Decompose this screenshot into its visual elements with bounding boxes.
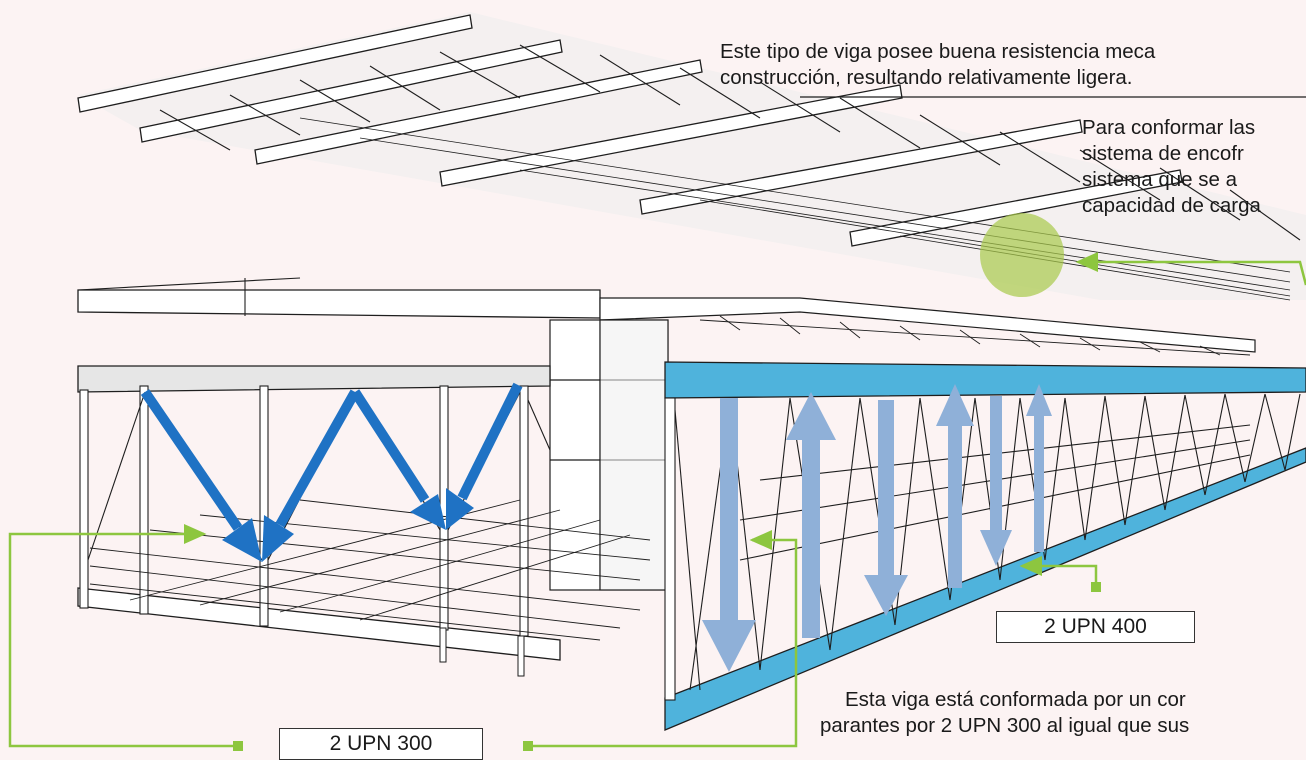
callout-end-square — [1091, 582, 1101, 592]
roof-transverse-joists — [159, 44, 1301, 241]
label-upn300: 2 UPN 300 — [279, 728, 483, 760]
load-arrows — [140, 382, 523, 562]
callout-detail — [1075, 252, 1306, 286]
middle-slab-left — [77, 289, 601, 319]
right-description-line1: Para conformar las — [1082, 116, 1256, 139]
callout-lines — [8, 252, 1306, 748]
callout-end-square — [233, 741, 243, 751]
right-description-line2: sistema de encofr — [1082, 142, 1244, 165]
label-upn400: 2 UPN 400 — [996, 611, 1195, 643]
callout-upn400 — [1019, 556, 1098, 586]
left-floor-grid — [89, 499, 651, 641]
central-column — [549, 319, 669, 591]
left-bottom-chord — [77, 587, 561, 661]
top-description-line2: construcción, resultando relativamente l… — [720, 66, 1133, 89]
right-bottom-chord — [664, 447, 1306, 731]
callout-upn300-right — [528, 530, 798, 748]
force-arrows — [702, 384, 1052, 672]
detail-highlight-circle — [980, 213, 1064, 297]
callout-end-square — [523, 741, 533, 751]
right-top-chord — [664, 361, 1306, 399]
middle-slab-right — [599, 297, 1256, 353]
right-truss — [664, 361, 1306, 731]
top-description-line1: Este tipo de viga posee buena resistenci… — [720, 40, 1156, 63]
left-top-chord — [77, 365, 551, 393]
right-description-line3: sistema que se a — [1082, 168, 1237, 191]
callout-upn300-left — [8, 524, 238, 748]
right-description-line4: capacidad de carga — [1082, 194, 1261, 217]
bottom-description-line2: parantes por 2 UPN 300 al igual que sus — [820, 714, 1190, 737]
left-truss — [77, 365, 651, 677]
bottom-description-line1: Esta viga está conformada por un cor — [845, 688, 1186, 711]
